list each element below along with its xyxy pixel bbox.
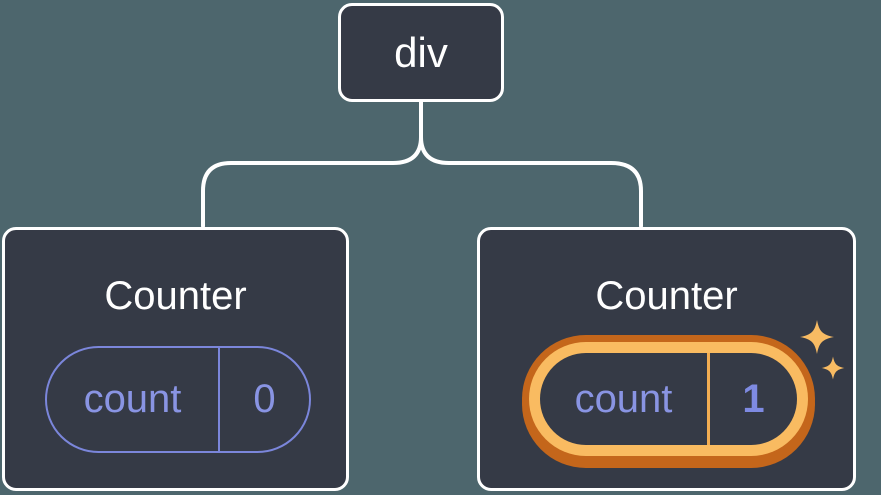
state-key-segment: count: [540, 353, 710, 445]
state-key-segment: count: [47, 348, 220, 451]
state-value-segment: 1: [710, 353, 797, 445]
state-pill-highlighted: count 1: [529, 342, 808, 456]
connector-branch-right: [419, 135, 643, 228]
state-value-segment: 0: [220, 348, 309, 451]
state-key-label: count: [83, 377, 182, 421]
counter-card-left: Counter count 0: [2, 227, 349, 491]
counter-title: Counter: [104, 274, 247, 318]
state-pill: count 0: [45, 346, 311, 453]
state-value: 0: [253, 377, 276, 421]
connector-branch-left: [201, 135, 423, 228]
state-pill-inner: count 1: [540, 353, 797, 445]
counter-title: Counter: [595, 274, 738, 318]
tree-node-div-label: div: [394, 28, 448, 76]
state-key-label: count: [574, 376, 673, 421]
state-value: 1: [742, 376, 765, 421]
counter-card-right: Counter count 1: [477, 227, 856, 491]
tree-node-div: div: [338, 3, 504, 102]
